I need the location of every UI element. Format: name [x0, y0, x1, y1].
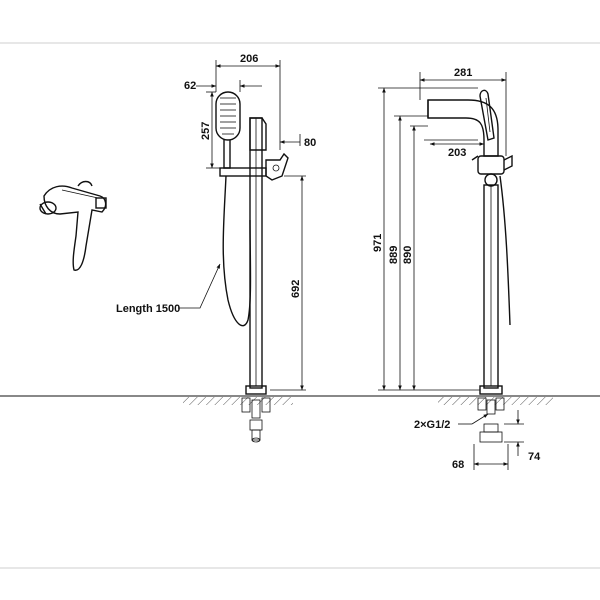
faucet-perspective-thumbnail	[39, 180, 107, 271]
dim-handshower-height: 257	[200, 122, 212, 140]
floor-hatch	[183, 397, 553, 405]
dim-spout-height: 889	[388, 246, 400, 264]
dim-handshower-width: 62	[184, 80, 196, 92]
faucet-front-view	[427, 89, 513, 443]
dim-total-height: 971	[372, 234, 384, 252]
side-view-dimension-lines	[178, 60, 306, 391]
label-connection: 2×G1/2	[414, 419, 450, 431]
dim-side-height: 692	[290, 280, 302, 298]
dim-connection-spacing: 68	[452, 459, 464, 471]
dim-spout-reach: 203	[448, 147, 466, 159]
faucet-side-view	[215, 91, 289, 443]
front-view-dimension-lines	[378, 72, 524, 470]
dim-connection-depth: 74	[528, 451, 541, 463]
dim-side-width: 206	[240, 53, 258, 65]
label-hose-length: Length 1500	[116, 303, 180, 315]
dim-lever-offset: 80	[304, 137, 316, 149]
dim-front-width: 281	[454, 67, 472, 79]
drawing-frame	[0, 42, 600, 569]
dim-outlet-height: 890	[402, 246, 414, 264]
